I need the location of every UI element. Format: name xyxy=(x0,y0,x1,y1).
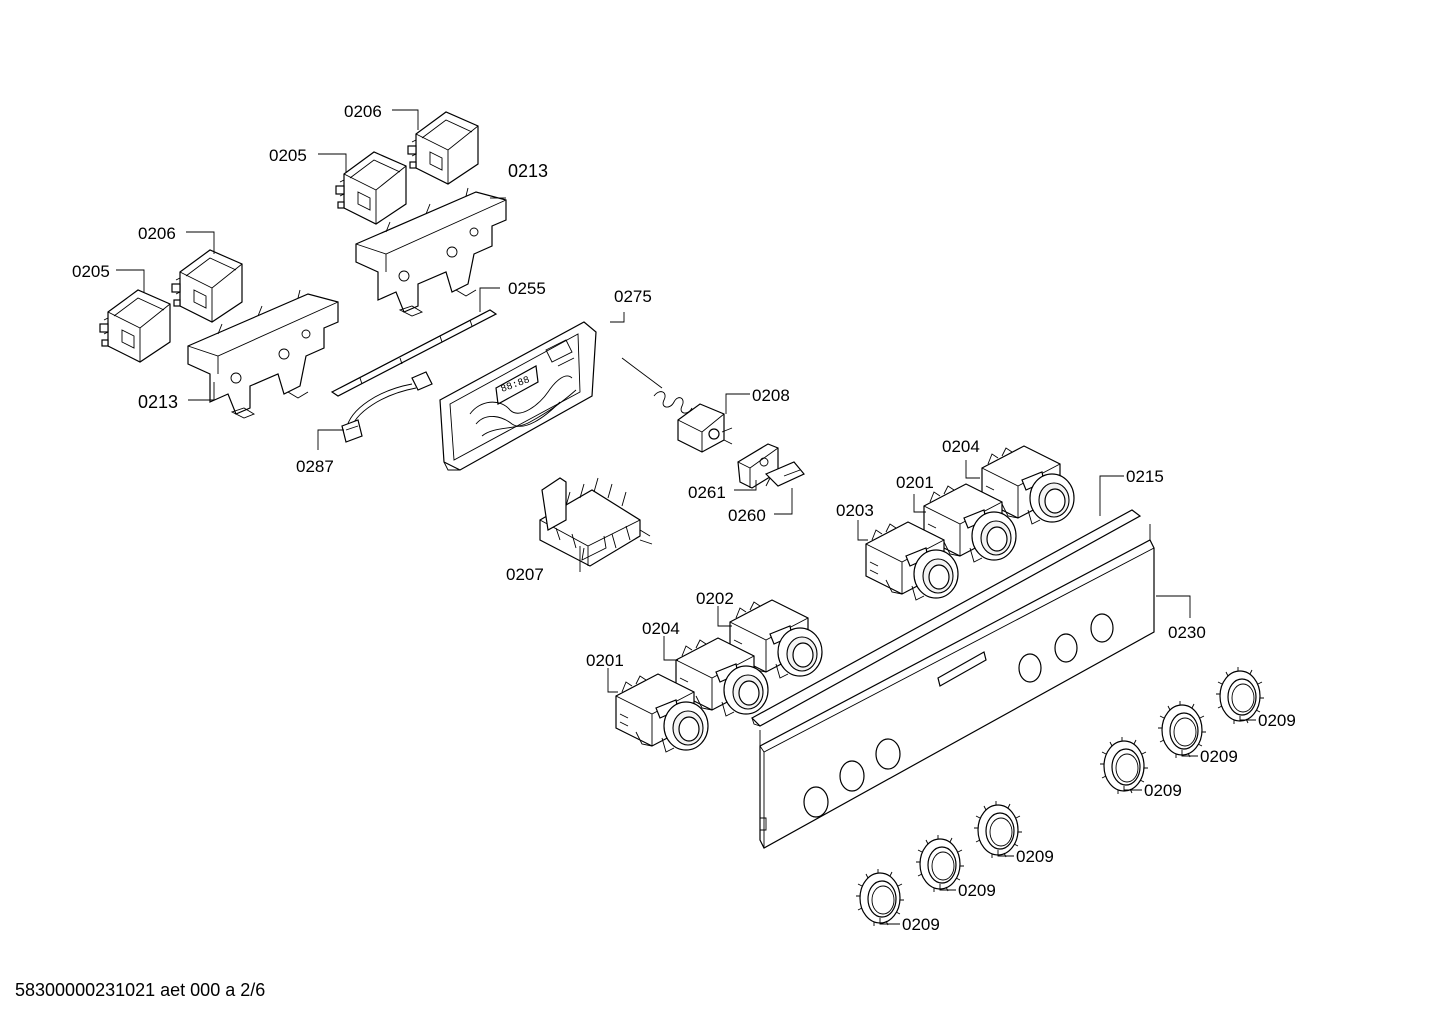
callout-0209-4: 0209 xyxy=(1016,847,1054,866)
part-0205-lower[interactable] xyxy=(99,289,171,363)
callout-0201-upper: 0201 xyxy=(896,473,934,492)
callout-0209-5: 0209 xyxy=(958,881,996,900)
callout-0203: 0203 xyxy=(836,501,874,520)
part-0209-1[interactable] xyxy=(1215,666,1265,725)
part-0209-5[interactable] xyxy=(915,834,965,893)
callout-0215: 0215 xyxy=(1126,467,1164,486)
callout-0275: 0275 xyxy=(614,287,652,306)
callout-0204-lower: 0204 xyxy=(642,619,680,638)
leader-lines xyxy=(116,109,1256,925)
part-0205-upper[interactable] xyxy=(335,151,407,225)
part-0206-lower[interactable] xyxy=(171,249,243,323)
part-0230[interactable] xyxy=(759,524,1155,849)
part-0215[interactable] xyxy=(751,509,1142,727)
callout-0287: 0287 xyxy=(296,457,334,476)
callout-0213-upper: 0213 xyxy=(508,161,548,181)
callout-0208: 0208 xyxy=(752,386,790,405)
callout-0209-3: 0209 xyxy=(1144,781,1182,800)
drawing-id-footer: 58300000231021 aet 000 a 2/6 xyxy=(15,980,266,1000)
part-0209-4[interactable] xyxy=(973,800,1023,859)
callout-0209-1: 0209 xyxy=(1258,711,1296,730)
callout-0255: 0255 xyxy=(508,279,546,298)
part-0206-upper[interactable] xyxy=(407,111,479,185)
callout-0230: 0230 xyxy=(1168,623,1206,642)
callout-0209-6: 0209 xyxy=(902,915,940,934)
callout-0204-upper: 0204 xyxy=(942,437,980,456)
callout-0261: 0261 xyxy=(688,483,726,502)
part-0261[interactable] xyxy=(737,443,779,489)
callout-0209-2: 0209 xyxy=(1200,747,1238,766)
callout-0207: 0207 xyxy=(506,565,544,584)
part-0255[interactable] xyxy=(330,309,498,397)
callout-0201-lower: 0201 xyxy=(586,651,624,670)
callout-0205-lower: 0205 xyxy=(72,262,110,281)
part-0260[interactable] xyxy=(764,461,805,487)
part-0208[interactable] xyxy=(621,357,733,453)
part-0209-2[interactable] xyxy=(1157,700,1207,759)
callout-labels: 0206 0205 0213 0206 0205 0213 0255 0275 … xyxy=(72,102,1296,934)
part-0275[interactable]: 88:88 xyxy=(439,321,597,471)
part-0209-6[interactable] xyxy=(855,868,905,927)
part-0207[interactable] xyxy=(539,477,653,567)
callout-0260: 0260 xyxy=(728,506,766,525)
callout-0205-upper: 0205 xyxy=(269,146,307,165)
callout-0206-upper: 0206 xyxy=(344,102,382,121)
part-0287[interactable] xyxy=(341,371,433,443)
callout-0213-lower: 0213 xyxy=(138,392,178,412)
callout-0206-lower: 0206 xyxy=(138,224,176,243)
part-0209-3[interactable] xyxy=(1099,736,1149,795)
callout-0202: 0202 xyxy=(696,589,734,608)
